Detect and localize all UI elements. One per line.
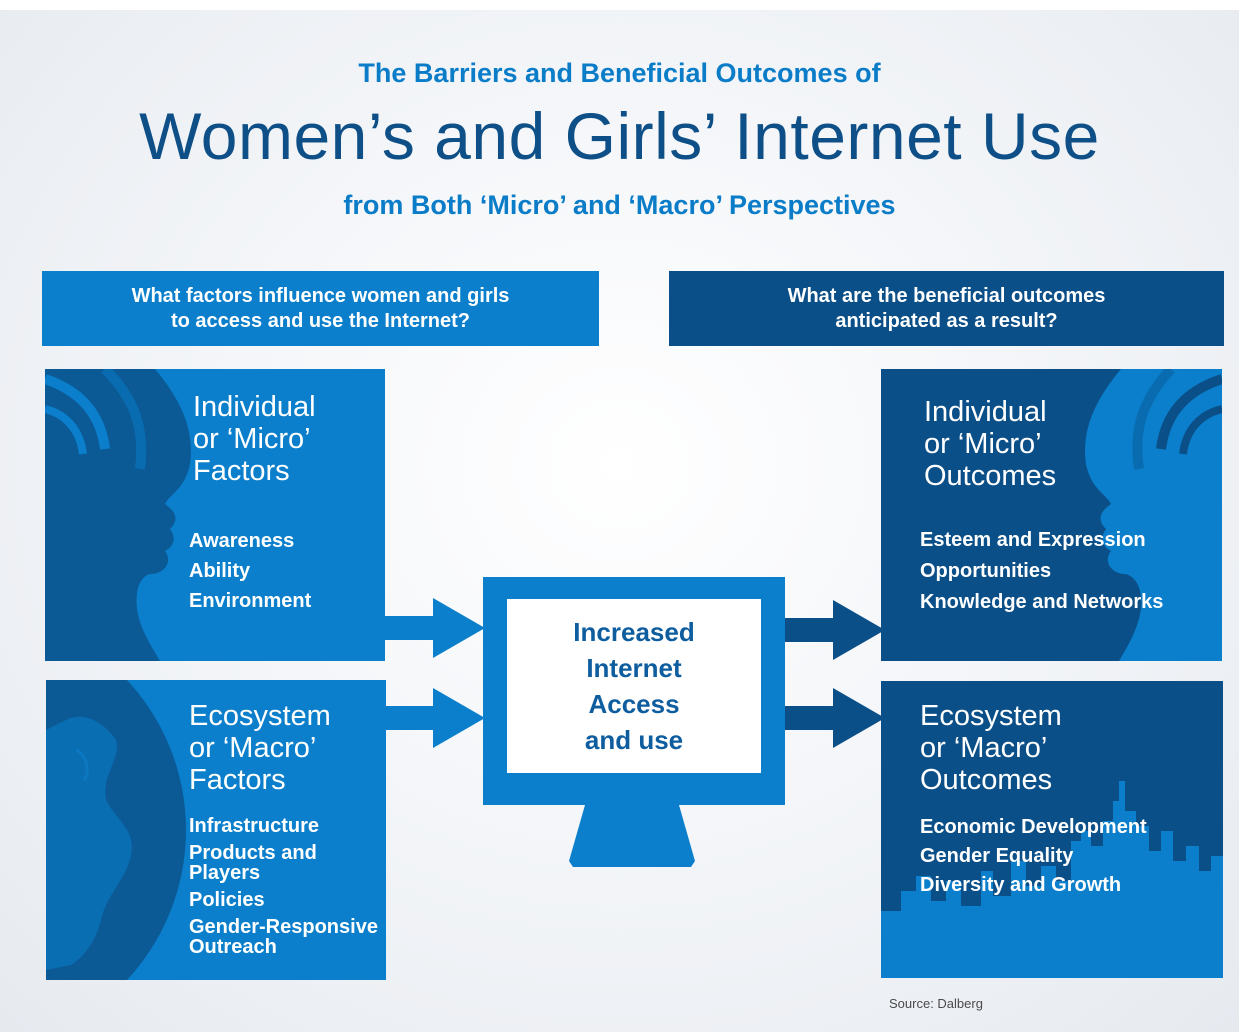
list-item: Awareness xyxy=(189,530,295,552)
macro-factors-panel: Ecosystem or ‘Macro’ Factors Infrastruct… xyxy=(46,680,386,980)
macro-outcomes-list: Economic Development Gender Equality Div… xyxy=(920,815,1147,902)
list-item: Esteem and Expression xyxy=(920,529,1146,551)
arrow-right-icon xyxy=(785,600,885,660)
question-factors-box: What factors influence women and girls t… xyxy=(42,271,599,346)
micro-factors-panel: Individual or ‘Micro’ Factors Awareness … xyxy=(45,369,385,661)
top-frame-bar xyxy=(0,0,1239,10)
list-item: Knowledge and Networks xyxy=(920,591,1164,613)
question-outcomes-box: What are the beneficial outcomes anticip… xyxy=(669,271,1224,346)
woman-profile-right-icon xyxy=(1085,369,1222,661)
page-title: Women’s and Girls’ Internet Use xyxy=(139,99,1100,173)
list-item: Infrastructure xyxy=(189,815,320,837)
arrow-right-icon xyxy=(385,688,485,748)
macro-outcomes-panel: Ecosystem or ‘Macro’ Outcomes Economic D… xyxy=(881,681,1223,978)
list-item: Products and Players xyxy=(189,842,317,884)
list-item: Environment xyxy=(189,590,312,612)
source-note: Source: Dalberg xyxy=(889,996,983,1011)
macro-outcomes-title: Ecosystem or ‘Macro’ Outcomes xyxy=(920,700,1062,796)
globe-icon xyxy=(46,680,186,980)
list-item: Economic Development xyxy=(920,816,1147,838)
macro-factors-title: Ecosystem or ‘Macro’ Factors xyxy=(189,700,331,796)
list-item: Gender-Responsive Outreach xyxy=(189,916,378,958)
list-item: Policies xyxy=(189,889,265,911)
arrow-right-icon xyxy=(385,598,485,658)
monitor-stand-icon xyxy=(569,805,695,867)
macro-factors-list: Infrastructure Products and Players Poli… xyxy=(189,816,384,964)
city-skyline-icon xyxy=(881,781,1223,978)
list-item: Ability xyxy=(189,560,251,582)
micro-factors-title: Individual or ‘Micro’ Factors xyxy=(193,391,316,487)
list-item: Gender Equality xyxy=(920,845,1074,867)
center-outcome-text: Increased Internet Access and use xyxy=(507,599,761,773)
micro-outcomes-panel: Individual or ‘Micro’ Outcomes Esteem an… xyxy=(881,369,1222,661)
monitor-icon: Increased Internet Access and use xyxy=(483,577,785,805)
arrow-right-icon xyxy=(785,688,885,748)
list-item: Diversity and Growth xyxy=(920,874,1122,896)
micro-factors-list: Awareness Ability Environment xyxy=(189,529,311,619)
list-item: Opportunities xyxy=(920,560,1052,582)
woman-profile-left-icon xyxy=(45,369,191,661)
header-subtitle-top: The Barriers and Beneficial Outcomes of xyxy=(358,58,881,88)
micro-outcomes-title: Individual or ‘Micro’ Outcomes xyxy=(924,396,1057,492)
header-subtitle-bottom: from Both ‘Micro’ and ‘Macro’ Perspectiv… xyxy=(343,190,896,220)
micro-outcomes-list: Esteem and Expression Opportunities Know… xyxy=(920,528,1163,621)
